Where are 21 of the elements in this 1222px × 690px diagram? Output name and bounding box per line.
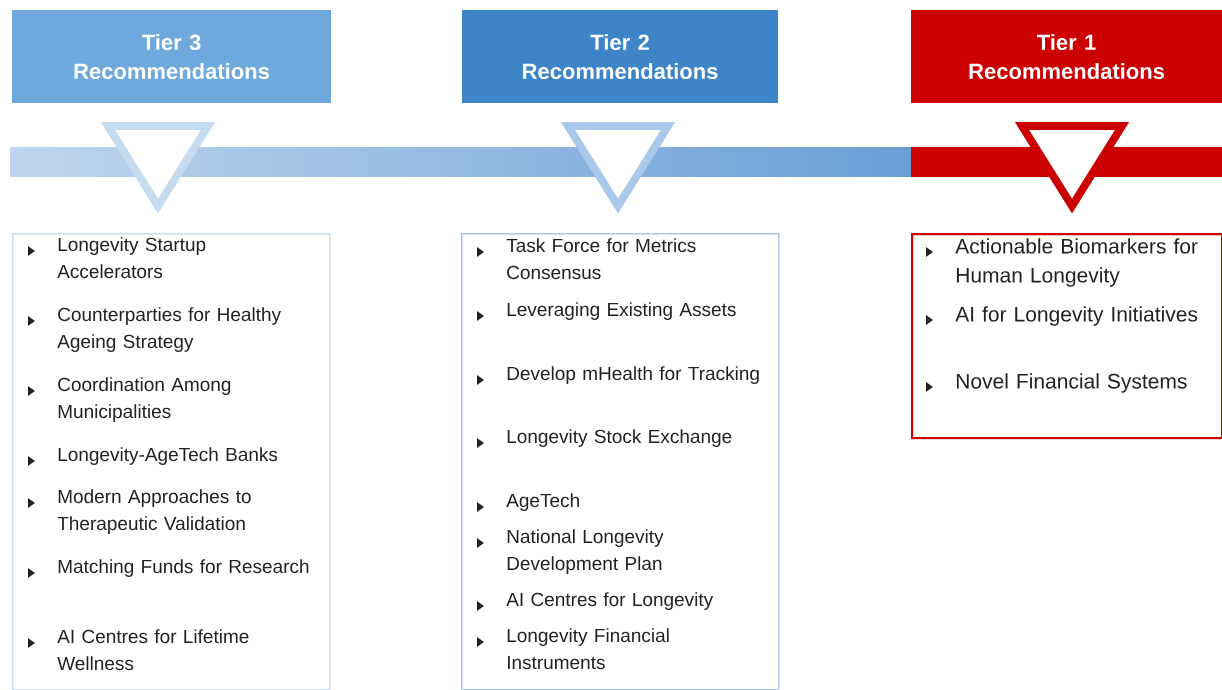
bullet-item: Coordination Among Municipalities — [28, 377, 231, 422]
tier-header: Tier 2 Recommendations — [462, 10, 778, 103]
bullet-item: AI for Longevity Initiatives — [926, 306, 1198, 326]
bullet-item: Develop mHealth for Tracking — [477, 366, 759, 385]
bullet-item: AgeTech — [477, 493, 579, 512]
tier-header: Tier 3 Recommendations — [12, 10, 331, 103]
bullet-item: AI Centres for Lifetime Wellness — [28, 629, 249, 671]
bullet-item: Actionable Biomarkers for Human Longevity — [926, 238, 1198, 287]
bullet-item: Counterparties for Healthy Ageing Strategy — [28, 307, 281, 352]
bullet-item: Longevity Stock Exchange — [477, 429, 732, 448]
bullet-item: Novel Financial Systems — [926, 373, 1187, 393]
bullet-item: Longevity Financial Instruments — [477, 628, 669, 670]
bullet-item: Longevity Startup Accelerators — [28, 237, 206, 279]
bullet-item: AI Centres for Longevity — [477, 592, 714, 611]
bullet-item: National Longevity Development Plan — [477, 529, 664, 574]
tier-header: Tier 1 Recommendations — [911, 10, 1222, 103]
bullet-item: Matching Funds for Research — [28, 559, 309, 578]
bullet-item: Modern Approaches to Therapeutic Validation — [28, 489, 251, 534]
bullet-item: Task Force for Metrics Consensus — [477, 238, 696, 280]
bullet-item: Leveraging Existing Assets — [477, 302, 736, 321]
bullet-item: Longevity-AgeTech Banks — [28, 447, 278, 466]
